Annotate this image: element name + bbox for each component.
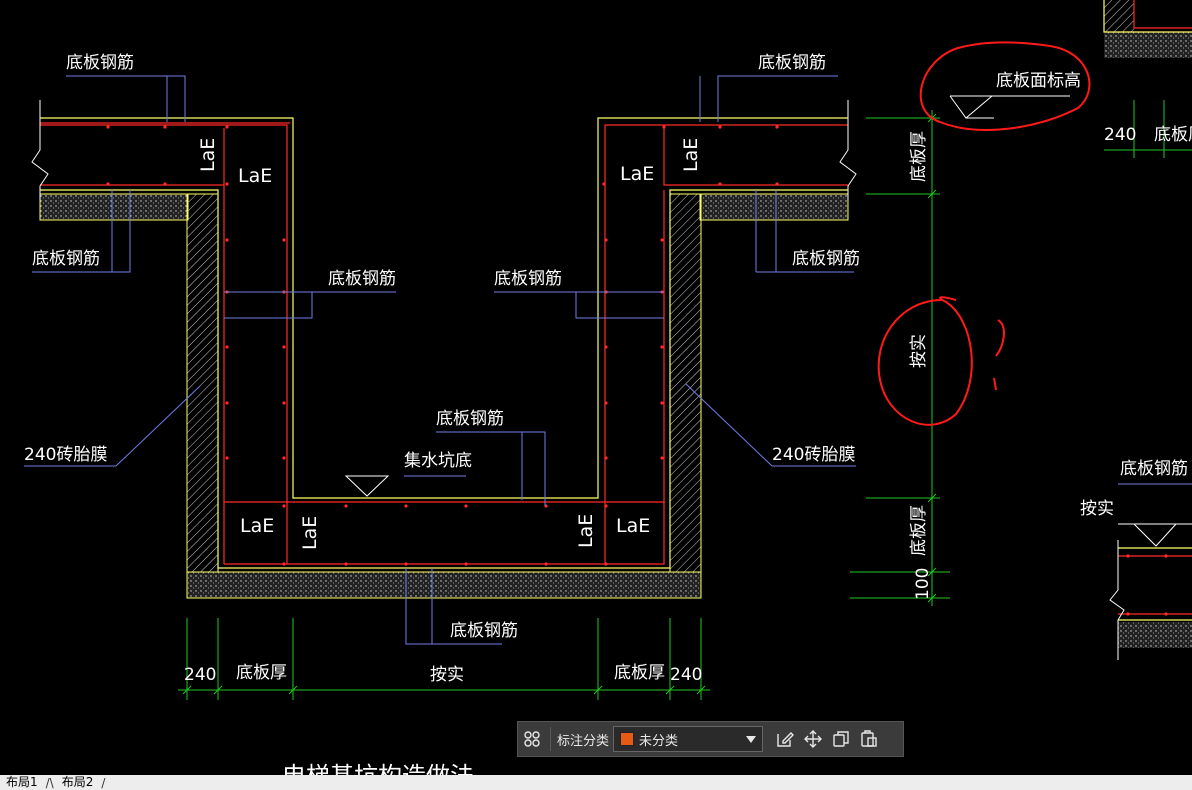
tab-layout-2[interactable]: 布局2 xyxy=(61,775,94,789)
copy-icon[interactable] xyxy=(827,725,855,753)
lae-vert-bottom-right: LaE xyxy=(575,514,597,548)
dim-slab-thk-left: 底板厚 xyxy=(236,663,287,683)
lae-right-top: LaE xyxy=(620,163,654,185)
layout-tab-bar: 布局1 /\ 布局2 / xyxy=(0,775,1192,790)
label-rebar-left-lower: 底板钢筋 xyxy=(32,249,100,269)
edit-icon[interactable] xyxy=(771,725,799,753)
label-rebar-right-lower: 底板钢筋 xyxy=(792,249,860,269)
elevation-markers xyxy=(344,95,1192,547)
dim-slab-thk-far-right: 底板厚 xyxy=(1154,125,1192,145)
brick-wall-left xyxy=(186,193,219,573)
leader-lines xyxy=(24,75,1192,645)
dimension-lines xyxy=(178,100,1192,700)
category-label: 标注分类 xyxy=(557,733,610,749)
lae-bottom-left: LaE xyxy=(240,515,274,537)
bedding-right xyxy=(699,193,849,221)
lae-vert-right-top: LaE xyxy=(680,138,702,172)
bedding-far-right-bottom xyxy=(1118,622,1192,648)
label-brick-left: 240砖胎膜 xyxy=(24,445,107,465)
label-as-is-far-right: 按实 xyxy=(1080,499,1114,519)
lae-vert-left-top: LaE xyxy=(197,138,219,172)
category-color-swatch xyxy=(620,732,635,746)
brick-wall-right xyxy=(669,193,702,573)
dim-slab-thk-right: 底板厚 xyxy=(614,663,665,683)
bedding-bottom xyxy=(186,571,702,599)
label-rebar-center: 底板钢筋 xyxy=(436,409,504,429)
brick-wall-far-right xyxy=(1104,0,1134,32)
label-slab-top-elev: 底板面标高 xyxy=(996,71,1081,91)
annotation-toolbar: 标注分类 未分类 xyxy=(517,721,904,757)
label-rebar-far-right: 底板钢筋 xyxy=(1120,459,1188,479)
tab-layout-1[interactable]: 布局1 xyxy=(6,775,38,789)
label-sump-bottom: 集水坑底 xyxy=(404,451,472,471)
lae-vert-bottom-left: LaE xyxy=(299,516,321,550)
label-rebar-top-left: 底板钢筋 xyxy=(66,53,134,73)
concrete-outline xyxy=(40,0,1192,621)
drawing-title: 电梯基坑构造做法 xyxy=(282,762,474,775)
category-value: 未分类 xyxy=(639,733,679,749)
label-brick-right: 240砖胎膜 xyxy=(772,445,855,465)
dim-240-left: 240 xyxy=(184,665,216,685)
toolbar-divider xyxy=(550,727,551,751)
dim-100-vert: 100 xyxy=(913,568,933,600)
label-rebar-top-right: 底板钢筋 xyxy=(758,53,826,73)
dim-as-is-bottom: 按实 xyxy=(430,665,464,685)
label-rebar-inner-right: 底板钢筋 xyxy=(494,269,562,289)
red-markup xyxy=(877,41,1091,426)
break-lines xyxy=(31,100,1125,660)
move-icon[interactable] xyxy=(799,725,827,753)
lae-bottom-right: LaE xyxy=(616,515,650,537)
dim-as-is-vert: 按实 xyxy=(909,334,929,368)
rebar-lines xyxy=(40,0,1192,615)
dim-slab-thk-vert-top: 底板厚 xyxy=(909,131,929,182)
category-dropdown[interactable]: 未分类 xyxy=(613,726,764,752)
tab-divider: /\ xyxy=(45,775,54,790)
dim-slab-thk-vert-bottom: 底板厚 xyxy=(909,505,929,556)
label-rebar-bottom: 底板钢筋 xyxy=(450,621,518,641)
rebar-dots xyxy=(106,125,1168,616)
tab-divider: / xyxy=(101,775,106,790)
grid-icon[interactable] xyxy=(518,725,546,753)
bedding-far-right-top xyxy=(1104,32,1192,58)
bedding-left xyxy=(39,193,189,221)
dim-240-far-right: 240 xyxy=(1104,125,1136,145)
lae-left-top: LaE xyxy=(238,165,272,187)
chevron-down-icon xyxy=(746,735,757,743)
paste-icon[interactable] xyxy=(855,725,883,753)
dim-240-right: 240 xyxy=(670,665,702,685)
label-rebar-inner-left: 底板钢筋 xyxy=(328,269,396,289)
